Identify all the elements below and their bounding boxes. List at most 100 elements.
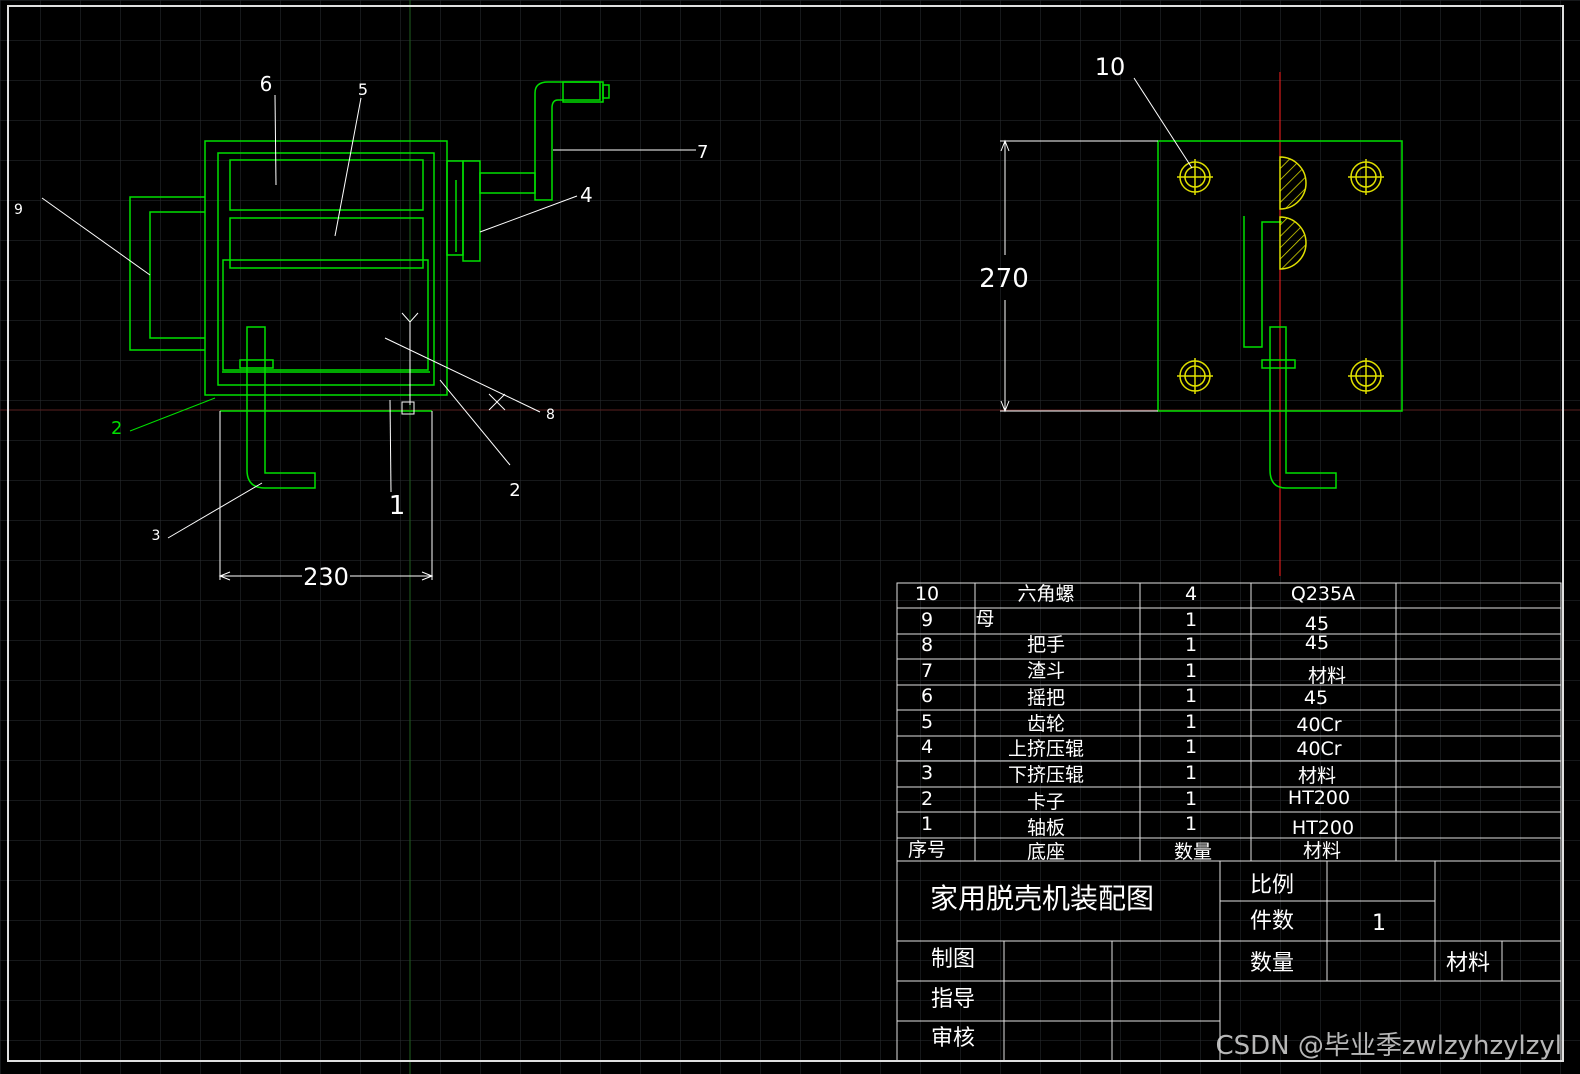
title-block-lines <box>896 860 1562 1062</box>
svg-text:卡子: 卡子 <box>1027 791 1065 813</box>
bom-row-4: 4 上挤压辊 1 40Cr <box>921 736 1342 760</box>
side-hook <box>1269 326 1337 489</box>
side-dimension-270 <box>1000 77 1193 413</box>
svg-text:9: 9 <box>921 609 933 631</box>
dimension-230 <box>218 411 434 581</box>
svg-text:HT200: HT200 <box>1288 787 1350 809</box>
clamp-hook <box>246 326 316 489</box>
watermark: CSDN @毕业季zwlzyhzylzyl <box>1215 1031 1562 1061</box>
bom-row-10: 10 六角螺 4 Q235A <box>915 583 1355 605</box>
svg-text:Q235A: Q235A <box>1291 583 1355 605</box>
svg-text:1: 1 <box>1185 788 1197 810</box>
guide-label: 指导 <box>931 987 975 1012</box>
upper-roller <box>229 159 424 211</box>
svg-text:母: 母 <box>975 608 994 630</box>
svg-text:2: 2 <box>921 788 933 810</box>
svg-text:5: 5 <box>921 711 933 733</box>
bom-row-3: 3 下挤压辊 1 材料 <box>921 762 1336 787</box>
svg-text:40Cr: 40Cr <box>1296 738 1341 760</box>
gear-right <box>462 160 481 262</box>
label-7: 7 <box>697 142 708 163</box>
front-leaders <box>41 94 696 539</box>
side-clamp <box>1243 216 1282 348</box>
svg-text:底座: 底座 <box>1027 841 1065 863</box>
crank-handle <box>534 81 601 201</box>
front-view <box>129 81 610 489</box>
svg-text:上挤压辊: 上挤压辊 <box>1008 738 1084 760</box>
svg-text:7: 7 <box>921 660 933 682</box>
svg-text:材料: 材料 <box>1303 840 1341 862</box>
svg-text:1: 1 <box>1185 634 1197 656</box>
svg-text:轴板: 轴板 <box>1027 817 1065 839</box>
label-10: 10 <box>1095 53 1126 81</box>
label-2-green: 2 <box>111 418 122 439</box>
svg-text:1: 1 <box>1185 736 1197 758</box>
hex-nut-3 <box>1177 358 1213 394</box>
label-4: 4 <box>580 183 593 207</box>
front-view-marks <box>401 312 506 415</box>
bom-row-8: 8 把手 1 45 <box>921 632 1329 656</box>
svg-text:1: 1 <box>1185 660 1197 682</box>
svg-text:45: 45 <box>1305 632 1329 654</box>
svg-text:1: 1 <box>1185 813 1197 835</box>
quantity-label: 数量 <box>1250 951 1294 976</box>
bom-row-1: 1 轴板 1 HT200 <box>921 813 1354 839</box>
dimension-230-value: 230 <box>303 563 349 591</box>
label-3: 3 <box>152 528 161 544</box>
bom-row-5: 5 齿轮 1 40Cr <box>921 711 1342 736</box>
housing-inner <box>217 152 435 386</box>
pieces-label: 件数 <box>1250 909 1294 934</box>
svg-text:材料: 材料 <box>1298 765 1336 787</box>
label-9: 9 <box>14 202 23 218</box>
svg-text:HT200: HT200 <box>1292 817 1354 839</box>
drawn-by-label: 制图 <box>931 947 975 972</box>
svg-text:1: 1 <box>921 813 933 835</box>
svg-text:4: 4 <box>1185 583 1197 605</box>
leader-2-green <box>129 397 216 432</box>
svg-text:8: 8 <box>921 634 933 656</box>
svg-text:40Cr: 40Cr <box>1296 714 1341 736</box>
svg-text:摇把: 摇把 <box>1027 687 1065 709</box>
label-5: 5 <box>358 80 368 99</box>
svg-text:45: 45 <box>1304 687 1328 709</box>
pieces-value: 1 <box>1372 911 1386 936</box>
label-6: 6 <box>260 72 273 96</box>
drawing-title: 家用脱壳机装配图 <box>930 882 1154 915</box>
svg-text:1: 1 <box>1185 609 1197 631</box>
bom-row-9: 9 母 1 45 <box>921 608 1329 635</box>
hopper-body <box>222 259 429 371</box>
svg-text:45: 45 <box>1305 613 1329 635</box>
svg-text:数量: 数量 <box>1174 841 1212 863</box>
svg-text:4: 4 <box>921 736 933 758</box>
bom-row-2: 2 卡子 1 HT200 <box>921 787 1350 813</box>
svg-text:序号: 序号 <box>908 839 946 861</box>
svg-text:材料: 材料 <box>1308 665 1346 687</box>
svg-text:把手: 把手 <box>1027 634 1065 656</box>
side-plate <box>1157 140 1403 412</box>
roller-sections <box>1279 156 1307 270</box>
scale-label: 比例 <box>1250 873 1294 898</box>
hex-nut-4 <box>1348 358 1384 394</box>
hex-nut-1 <box>1177 159 1213 195</box>
label-1: 1 <box>389 491 406 521</box>
svg-text:10: 10 <box>915 583 939 605</box>
svg-text:六角螺: 六角螺 <box>1017 583 1074 605</box>
svg-text:1: 1 <box>1185 711 1197 733</box>
svg-text:3: 3 <box>921 762 933 784</box>
review-label: 审核 <box>931 1026 975 1051</box>
svg-text:1: 1 <box>1185 762 1197 784</box>
title-block-text: 家用脱壳机装配图 比例 件数 1 数量 材料 制图 指导 审核 <box>930 873 1490 1051</box>
svg-text:齿轮: 齿轮 <box>1027 713 1065 735</box>
lower-roller <box>229 217 424 269</box>
side-view <box>1157 140 1403 489</box>
drawing-frame <box>7 5 1564 1062</box>
housing-outer <box>204 140 448 396</box>
bom-header-row: 序号 底座 数量 材料 <box>908 839 1341 863</box>
svg-text:下挤压辊: 下挤压辊 <box>1008 764 1084 786</box>
label-8: 8 <box>546 407 555 423</box>
